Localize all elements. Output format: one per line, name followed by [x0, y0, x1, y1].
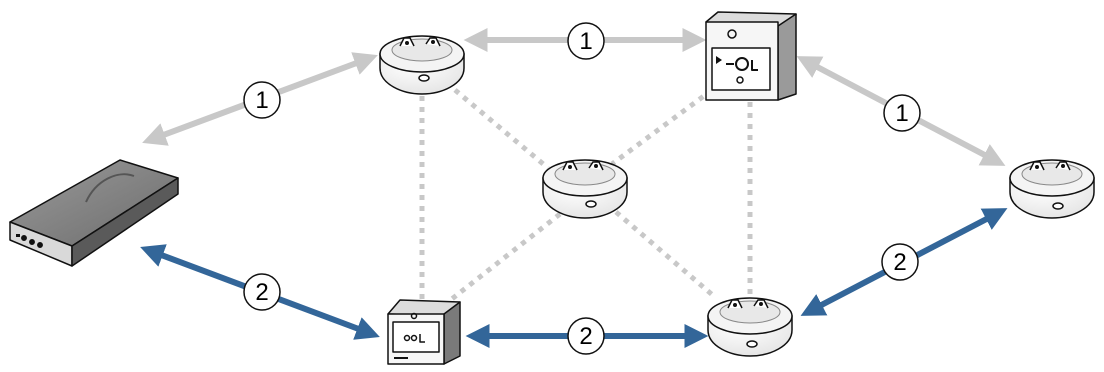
mesh-link-detector-center-to-callpoint-bottom — [446, 212, 562, 304]
manual-call-point-icon — [387, 299, 461, 365]
link-type-2-badge: 2 — [881, 243, 919, 281]
svg-text:1: 1 — [579, 28, 592, 55]
mesh-links — [419, 87, 753, 304]
svg-text:2: 2 — [579, 323, 592, 350]
mesh-link-detector-center-to-detector-bottom-right — [614, 210, 718, 300]
mesh-link-detector-top-left-to-detector-center — [453, 88, 550, 170]
links-type-2 — [140, 208, 1008, 348]
link-type-1-badge: 1 — [883, 94, 921, 132]
smoke-detector-icon — [542, 159, 628, 219]
link-type-2-badge: 2 — [567, 317, 605, 355]
manual-call-point-icon — [705, 11, 797, 101]
svg-text:1: 1 — [895, 100, 908, 127]
smoke-detector-icon — [379, 35, 465, 95]
smoke-detector-icon — [707, 297, 793, 357]
gateway-icon — [9, 159, 179, 267]
svg-text:1: 1 — [255, 87, 268, 114]
link-type-1-badge: 1 — [243, 81, 281, 119]
svg-text:2: 2 — [893, 249, 906, 276]
link-type-1-badge: 1 — [567, 22, 605, 60]
svg-text:2: 2 — [255, 279, 268, 306]
smoke-detector-icon — [1009, 159, 1095, 219]
mesh-link-callpoint-top-to-detector-center — [610, 87, 714, 167]
link-type-2-badge: 2 — [243, 273, 281, 311]
